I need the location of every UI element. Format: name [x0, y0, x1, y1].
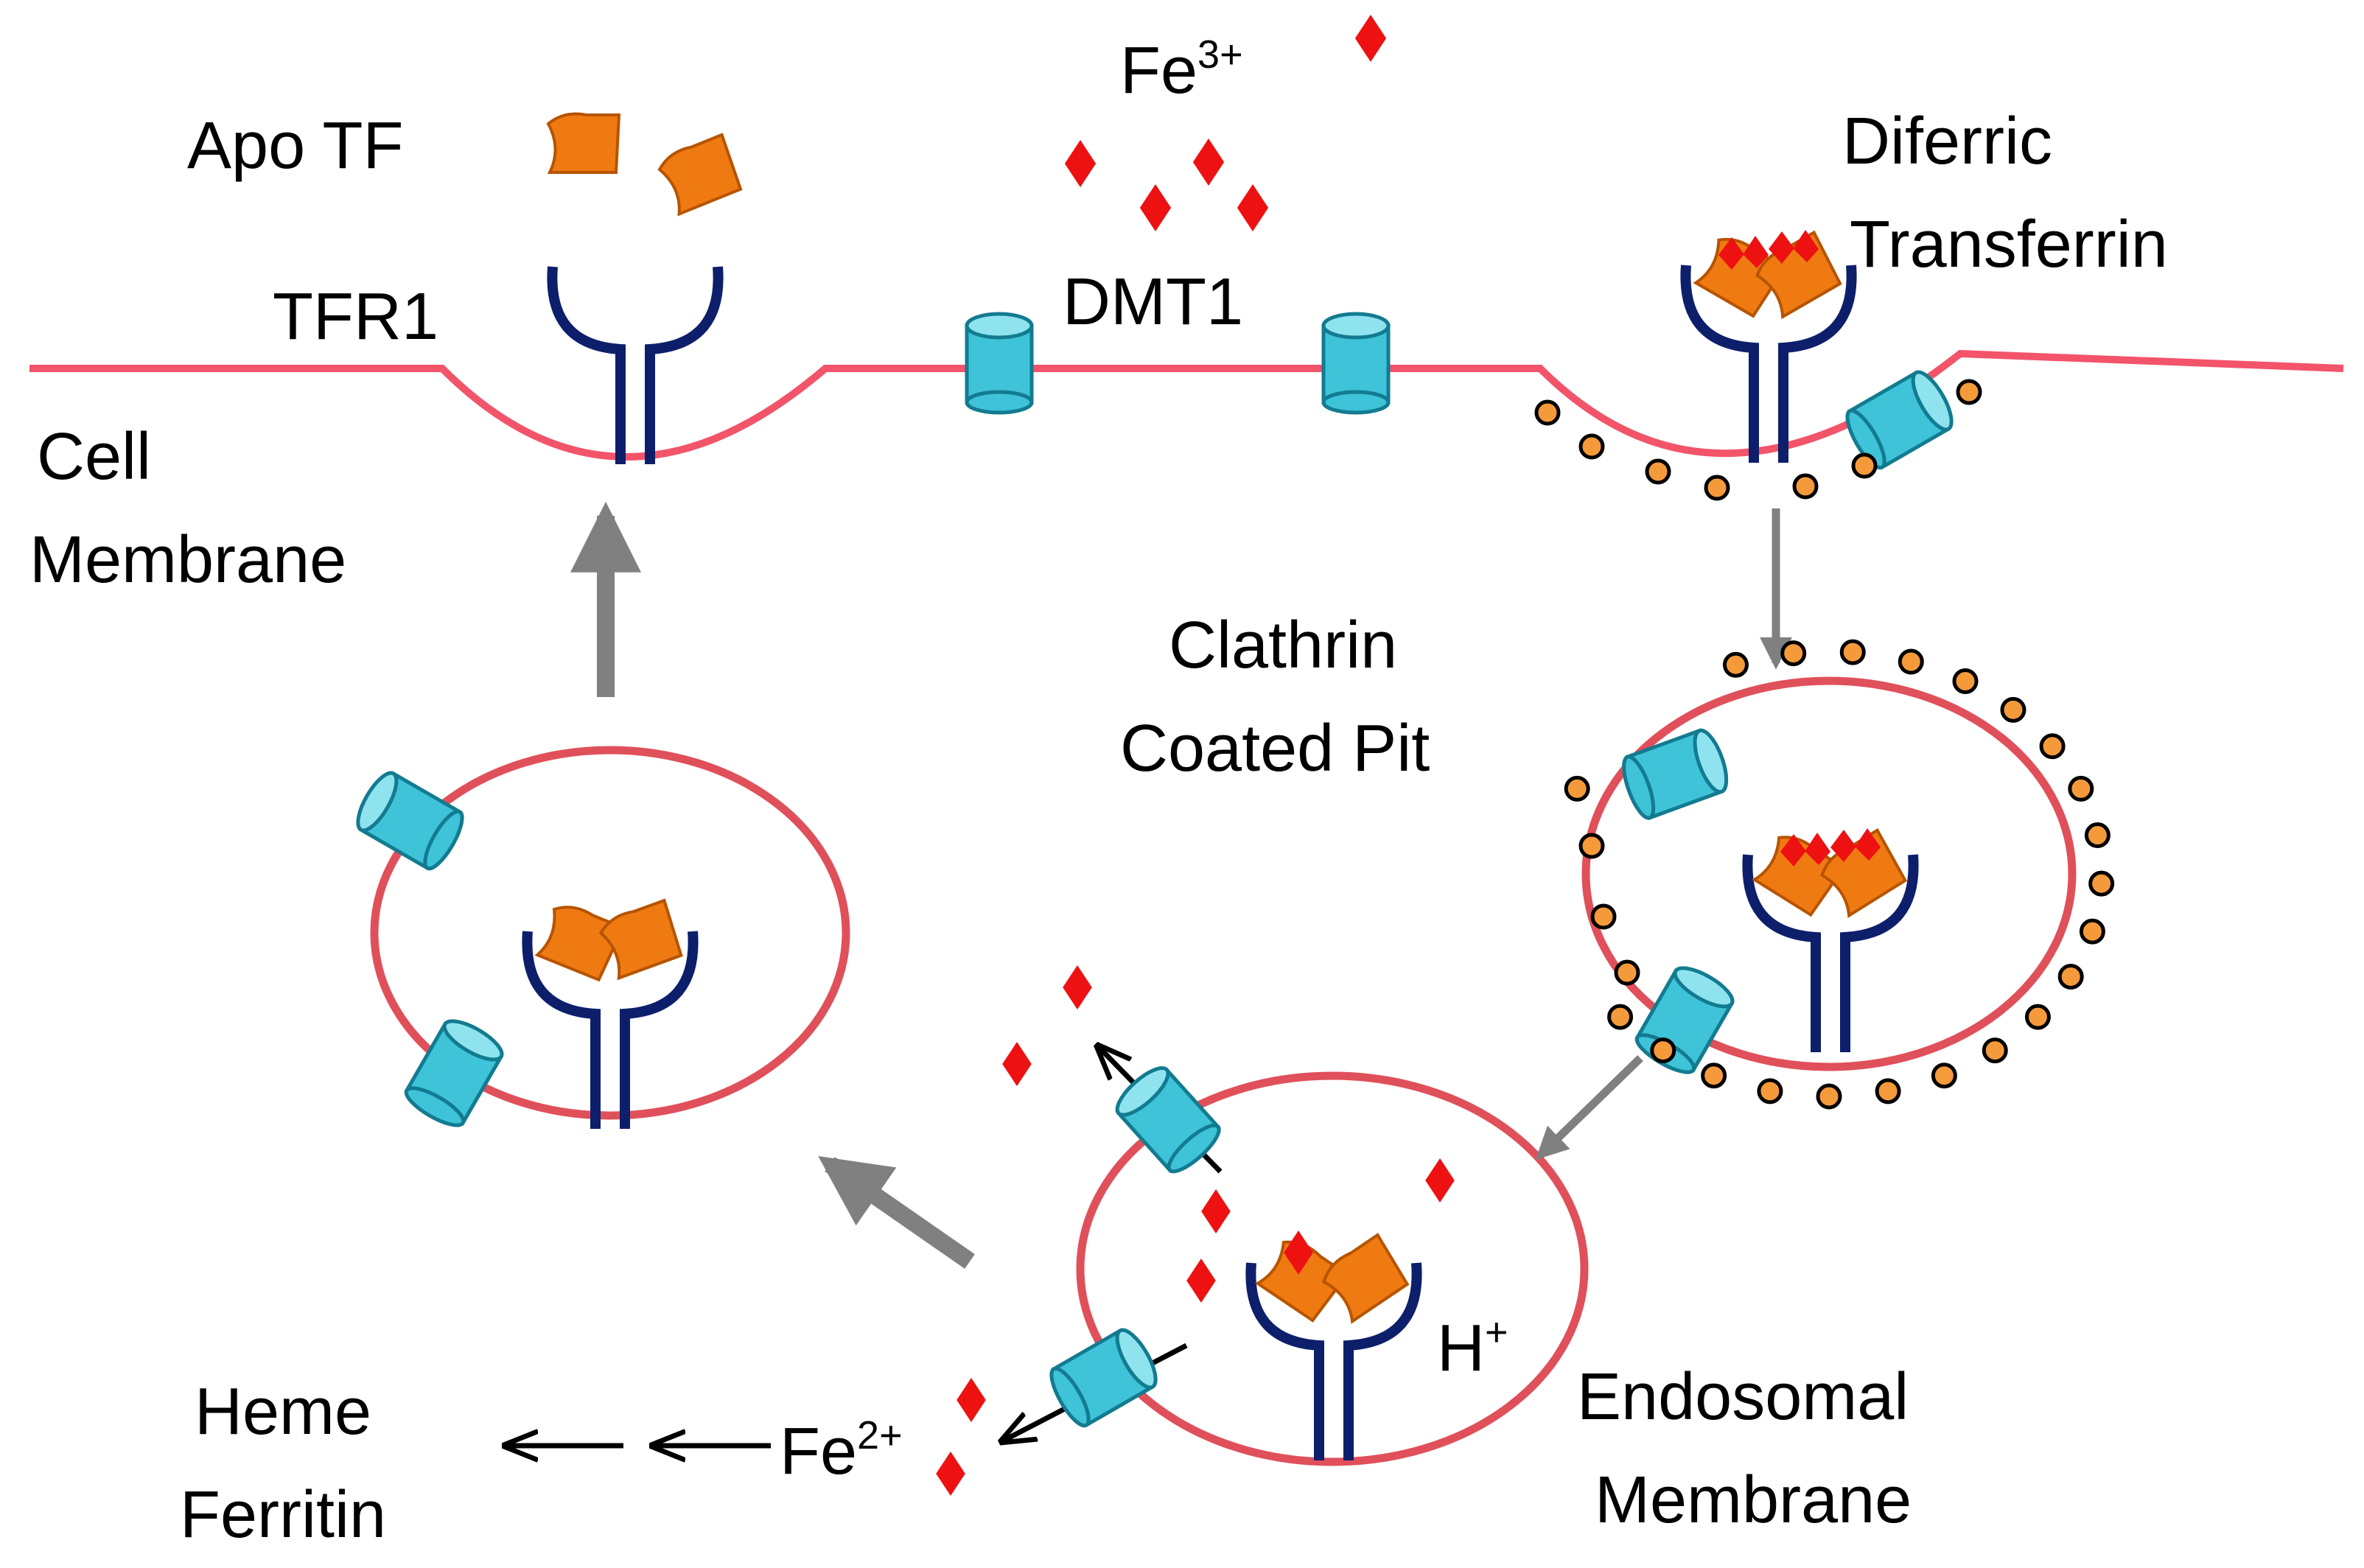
dmt1-channel-icon-1 — [965, 312, 1034, 415]
iron-diamond-icon-released-7 — [957, 1378, 986, 1422]
clathrin-label-line1: Clathrin — [1169, 609, 1397, 682]
iron-diamond-icon-fe3-4 — [1139, 184, 1172, 231]
dmt1-channel-icon-2 — [1321, 312, 1391, 415]
cell-membrane-label-line1: Cell — [37, 420, 151, 494]
iron-diamond-icon-fe3-3 — [1192, 139, 1225, 186]
dmt1-channel-icon-membrane-pit — [1845, 370, 1954, 470]
recycling-tf-lobe-left — [534, 906, 626, 982]
fe3-base: Fe — [1120, 34, 1197, 108]
iron-diamond-icon-released-3 — [1425, 1158, 1455, 1203]
h-superscript: + — [1485, 1310, 1508, 1354]
receptor-icon-diferric — [1680, 265, 1857, 463]
clathrin-dot-icon-vesicle-21 — [1607, 1004, 1634, 1030]
clathrin-dot-icon-vesicle-9 — [2084, 822, 2111, 849]
clathrin-dot-icon-pit-1 — [1534, 399, 1561, 426]
clathrin-dot-icon-vesicle-18 — [1757, 1078, 1783, 1105]
iron-diamond-icon-released-4 — [1201, 1189, 1231, 1233]
fe2-superscript: 2+ — [857, 1413, 903, 1457]
recycling-vesicle — [370, 746, 850, 1120]
clathrin-dot-icon-pit-5 — [1792, 473, 1819, 500]
clathrin-dot-icon-vesicle-3 — [1839, 639, 1866, 665]
endosome-to-recycle-arrow — [818, 1156, 975, 1269]
clathrin-dot-icon-vesicle-26 — [1564, 775, 1590, 802]
iron-diamond-icon-released-5 — [1186, 1259, 1216, 1303]
fe3-superscript: 3+ — [1197, 32, 1243, 77]
h-plus-label: H+ — [1437, 1310, 1508, 1385]
receptor-icon-clathrin-vesicle — [1742, 854, 1919, 1052]
iron-diamond-icon-released-1 — [1063, 965, 1092, 1009]
clathrin-iron-left — [1780, 833, 1830, 867]
endosomal-label-line2: Membrane — [1595, 1463, 1912, 1537]
fe2-label: Fe2+ — [780, 1413, 903, 1488]
clathrin-dot-icon-vesicle-16 — [1875, 1078, 1901, 1105]
fe2-base: Fe — [780, 1415, 857, 1488]
clathrin-dot-icon-vesicle-12 — [2057, 963, 2084, 990]
clathrin-dot-icon-vesicle-4 — [1898, 648, 1924, 675]
tfr1-label: TFR1 — [273, 280, 438, 354]
iron-diamond-icon-fe3-1 — [1354, 15, 1387, 62]
iron-diamond-icon-released-6 — [1284, 1231, 1313, 1275]
apo-tf-lobe-left — [546, 112, 621, 174]
clathrin-dot-icon-vesicle-5 — [1952, 668, 1979, 694]
clathrin-dot-icon-vesicle-6 — [2000, 696, 2026, 723]
ferritin-label: Ferritin — [180, 1478, 386, 1552]
receptor-icon-membrane — [547, 266, 724, 464]
clathrin-dot-icon-pit-3 — [1645, 458, 1671, 485]
clathrin-dot-icon-pit-2 — [1578, 433, 1605, 460]
clathrin-coated-vesicle — [1581, 676, 2077, 1071]
clathrin-dot-icon-pit-4 — [1704, 475, 1730, 501]
to-endosome-arrow — [1535, 1055, 1643, 1161]
clathrin-dot-icon-vesicle-15 — [1931, 1063, 1957, 1089]
clathrin-dot-icon-pit-7 — [1956, 379, 1982, 405]
clathrin-dot-icon-vesicle-13 — [2024, 1004, 2051, 1030]
dmt1-channel-icon-endosome-lower — [1049, 1328, 1158, 1428]
clathrin-dot-icon-vesicle-7 — [2039, 733, 2066, 760]
clathrin-dot-icon-vesicle-left-2 — [1590, 903, 1617, 930]
clathrin-dot-icon-vesicle-1 — [1722, 651, 1749, 678]
iron-diamond-icon-fe3-2 — [1064, 140, 1097, 187]
iron-diamond-icon-released-2 — [1002, 1042, 1032, 1086]
dmt1-channel-icon-recycling-upper — [356, 771, 464, 871]
apo-tf-lobe-right — [657, 133, 743, 217]
diferric-iron-right — [1769, 230, 1819, 264]
clathrin-dot-icon-vesicle-left-3 — [1614, 959, 1640, 986]
recycling-tf-lobe-right — [598, 898, 683, 981]
endosome-tf-lobe-right — [1322, 1233, 1410, 1324]
dmt1-channel-icon-clathrin-lower — [1634, 966, 1735, 1074]
apo-tf-label: Apo TF — [187, 109, 403, 183]
receptor-icon-recycling — [522, 931, 699, 1129]
dmt1-label: DMT1 — [1063, 265, 1243, 339]
clathrin-dot-icon-vesicle-2 — [1780, 640, 1807, 667]
clathrin-dot-icon-vesicle-20 — [1650, 1037, 1676, 1064]
receptor-icon-endosome — [1245, 1262, 1422, 1460]
diferric-iron-left — [1718, 236, 1769, 270]
iron-diamond-icon-released-8 — [936, 1452, 965, 1496]
fe3-label: Fe3+ — [1120, 32, 1243, 108]
clathrin-dot-icon-vesicle-19 — [1701, 1063, 1727, 1089]
endosomal-label-line1: Endosomal — [1577, 1360, 1909, 1434]
clathrin-dot-icon-vesicle-10 — [2088, 870, 2115, 897]
clathrin-dot-icon-vesicle-left-1 — [1578, 833, 1605, 859]
clathrin-dot-icon-vesicle-14 — [1982, 1037, 2008, 1064]
clathrin-iron-right — [1830, 828, 1881, 862]
clathrin-dot-icon-vesicle-8 — [2068, 775, 2094, 802]
h-base: H — [1437, 1312, 1485, 1385]
iron-diamond-icon-fe3-5 — [1237, 184, 1269, 231]
clathrin-dot-icon-pit-6 — [1851, 452, 1878, 479]
endosome — [1076, 1071, 1589, 1466]
cell-membrane — [29, 349, 2344, 461]
dmt1-channel-icon-endosome-upper — [1115, 1066, 1221, 1174]
clathrin-label-line2: Coated Pit — [1120, 712, 1430, 785]
dmt1-channel-icon-clathrin-upper — [1622, 728, 1729, 821]
clathrin-dot-icon-vesicle-11 — [2079, 918, 2105, 945]
diferric-label-line1: Diferric — [1842, 105, 2052, 178]
heme-label: Heme — [195, 1375, 371, 1449]
clathrin-dot-icon-vesicle-17 — [1816, 1083, 1842, 1110]
cell-membrane-label-line2: Membrane — [29, 523, 346, 597]
diferric-label-line2: Transferrin — [1850, 208, 2168, 281]
dmt1-channel-icon-recycling-lower — [404, 1019, 504, 1127]
